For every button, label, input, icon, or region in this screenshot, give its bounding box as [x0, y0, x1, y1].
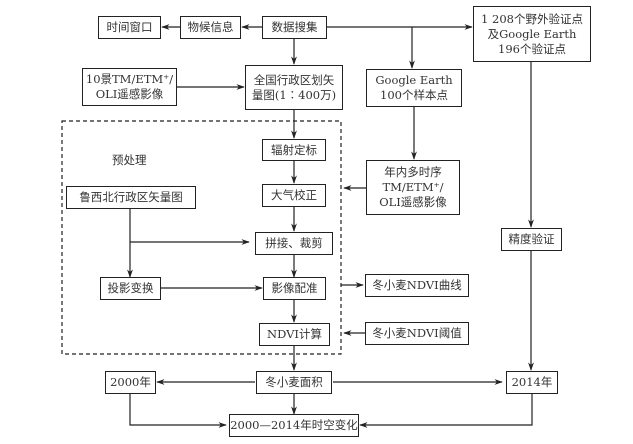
node-ndvi-curve: 冬小麦NDVI曲线	[365, 274, 469, 297]
node-field-validation: 1 208个野外验证点 及Google Earth 196个验证点	[473, 6, 591, 62]
preprocessing-frame	[61, 120, 342, 355]
node-accuracy: 精度验证	[501, 228, 562, 251]
node-mosaic-clip: 拼接、裁剪	[255, 232, 333, 255]
node-year-2014: 2014年	[506, 371, 558, 394]
node-year-2000: 2000年	[105, 371, 156, 394]
node-time-window: 时间窗口	[98, 16, 161, 39]
node-phenology: 物候信息	[180, 16, 241, 39]
node-radiometric: 辐射定标	[262, 139, 326, 161]
node-spatiotemporal-change: 2000—2014年时空变化	[229, 414, 359, 437]
node-google-earth-samples: Google Earth 100个样本点	[366, 69, 462, 107]
arrow-2014-to-change	[359, 394, 533, 428]
node-landsat-scenes: 10景TM/ETM⁺/ OLI遥感影像	[82, 68, 177, 106]
node-ndvi-calc: NDVI计算	[259, 323, 330, 346]
node-wheat-area: 冬小麦面积	[256, 371, 332, 394]
node-multi-temporal: 年内多时序 TM/ETM⁺/ OLI遥感影像	[366, 160, 460, 215]
node-projection: 投影变换	[100, 277, 161, 300]
preprocessing-label: 预处理	[112, 153, 147, 167]
node-lxb-admin-map: 鲁西北行政区矢量图	[66, 186, 196, 209]
node-ndvi-threshold: 冬小麦NDVI阈值	[365, 322, 469, 345]
node-atmospheric: 大气校正	[262, 184, 326, 207]
arrow-2000-to-change	[129, 394, 227, 428]
node-registration: 影像配准	[263, 277, 326, 300]
node-admin-map: 全国行政区划矢 量图(1∶400万)	[245, 65, 343, 110]
node-data-collection: 数据搜集	[262, 16, 327, 39]
